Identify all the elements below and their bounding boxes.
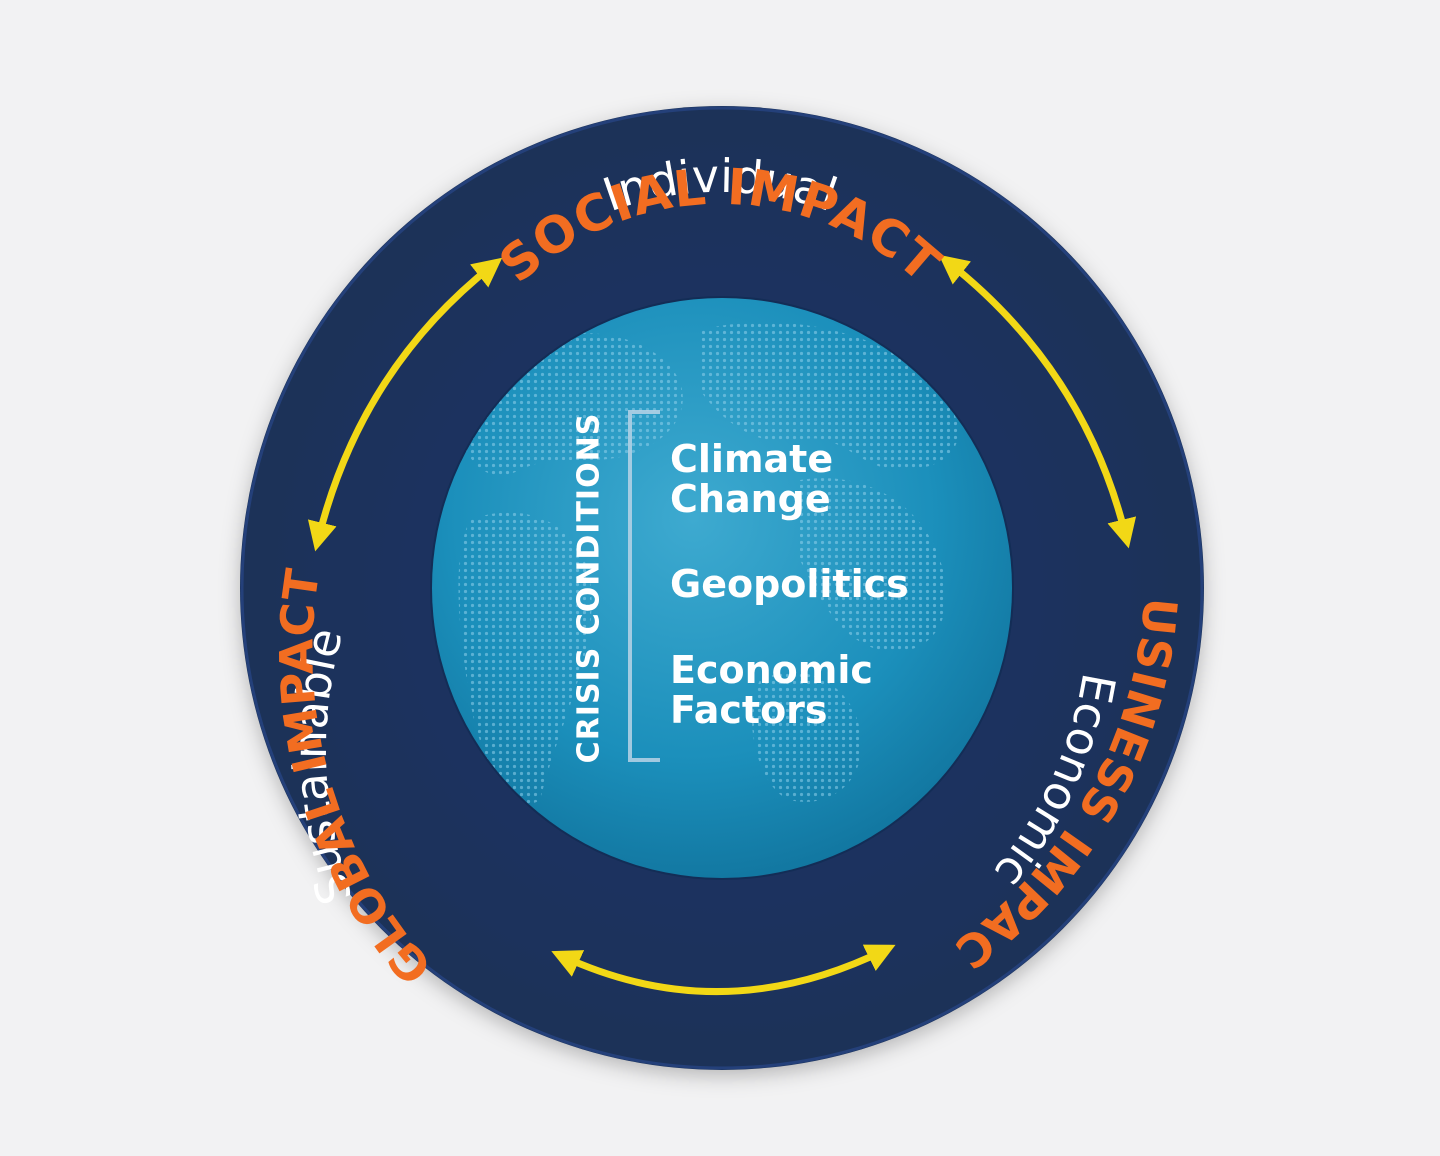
outer-ring-edge — [240, 106, 1204, 1070]
double-arrow-icon — [551, 944, 896, 996]
double-arrow-icon — [938, 254, 1137, 549]
item-geopolitics: Geopolitics — [670, 562, 909, 606]
double-arrow-icon — [307, 257, 503, 552]
item-climate-line2: Change — [670, 477, 831, 521]
crisis-heading: CRISIS CONDITIONS — [572, 413, 607, 764]
bracket-icon — [628, 410, 660, 762]
item-economic-line2: Factors — [670, 688, 828, 732]
item-economic-line1: Economic — [670, 648, 873, 692]
item-climate-line1: Climate — [670, 437, 833, 481]
globe-icon — [430, 296, 1014, 880]
